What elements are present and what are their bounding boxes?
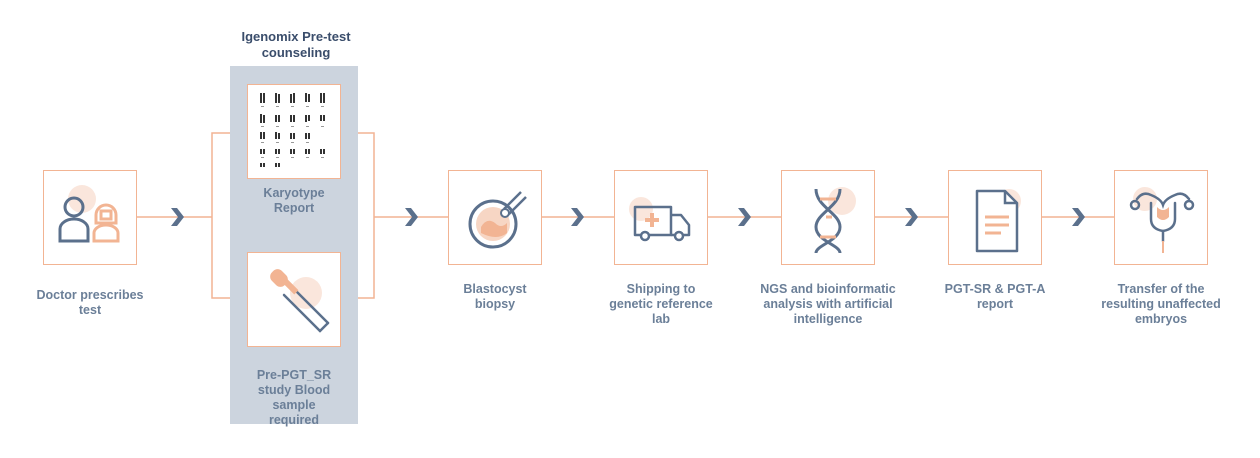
karyotype-icon — [260, 93, 325, 167]
step-shipping-label: Shipping to genetic reference lab — [609, 282, 713, 326]
doctor-patient-icon — [58, 185, 120, 243]
arrow-icon — [571, 208, 584, 226]
counseling-title: Igenomix Pre-test counseling — [241, 29, 351, 60]
blastocyst-icon — [468, 191, 527, 249]
karyotype-label: Karyotype Report — [263, 186, 325, 215]
uterus-icon — [1129, 187, 1195, 253]
arrow-icon — [1072, 208, 1085, 226]
blood-sample-box — [247, 252, 341, 347]
ambulance-truck-icon — [629, 197, 691, 242]
step-biopsy-box — [448, 170, 542, 265]
karyotype-box — [247, 84, 341, 179]
dropper-icon — [270, 269, 330, 333]
dna-icon — [814, 187, 856, 254]
step-doctor-label: Doctor prescribes test — [36, 288, 144, 317]
arrow-icon — [171, 208, 184, 226]
step-report-label: PGT-SR & PGT-A report — [944, 282, 1046, 311]
arrow-icon — [405, 208, 418, 226]
step-biopsy-label: Blastocyst biopsy — [463, 282, 527, 311]
step-transfer-box — [1114, 170, 1208, 265]
step-ngs-box — [781, 170, 875, 265]
step-transfer-label: Transfer of the resulting unaffected emb… — [1101, 282, 1221, 326]
step-report-box — [948, 170, 1042, 265]
step-shipping-box — [614, 170, 708, 265]
arrow-icon — [905, 208, 918, 226]
step-ngs-label: NGS and bioinformatic analysis with arti… — [760, 282, 896, 326]
step-doctor-box — [43, 170, 137, 265]
report-icon — [975, 189, 1021, 253]
arrow-icon — [738, 208, 751, 226]
blood-sample-label: Pre-PGT_SR study Blood sample required — [256, 368, 332, 427]
